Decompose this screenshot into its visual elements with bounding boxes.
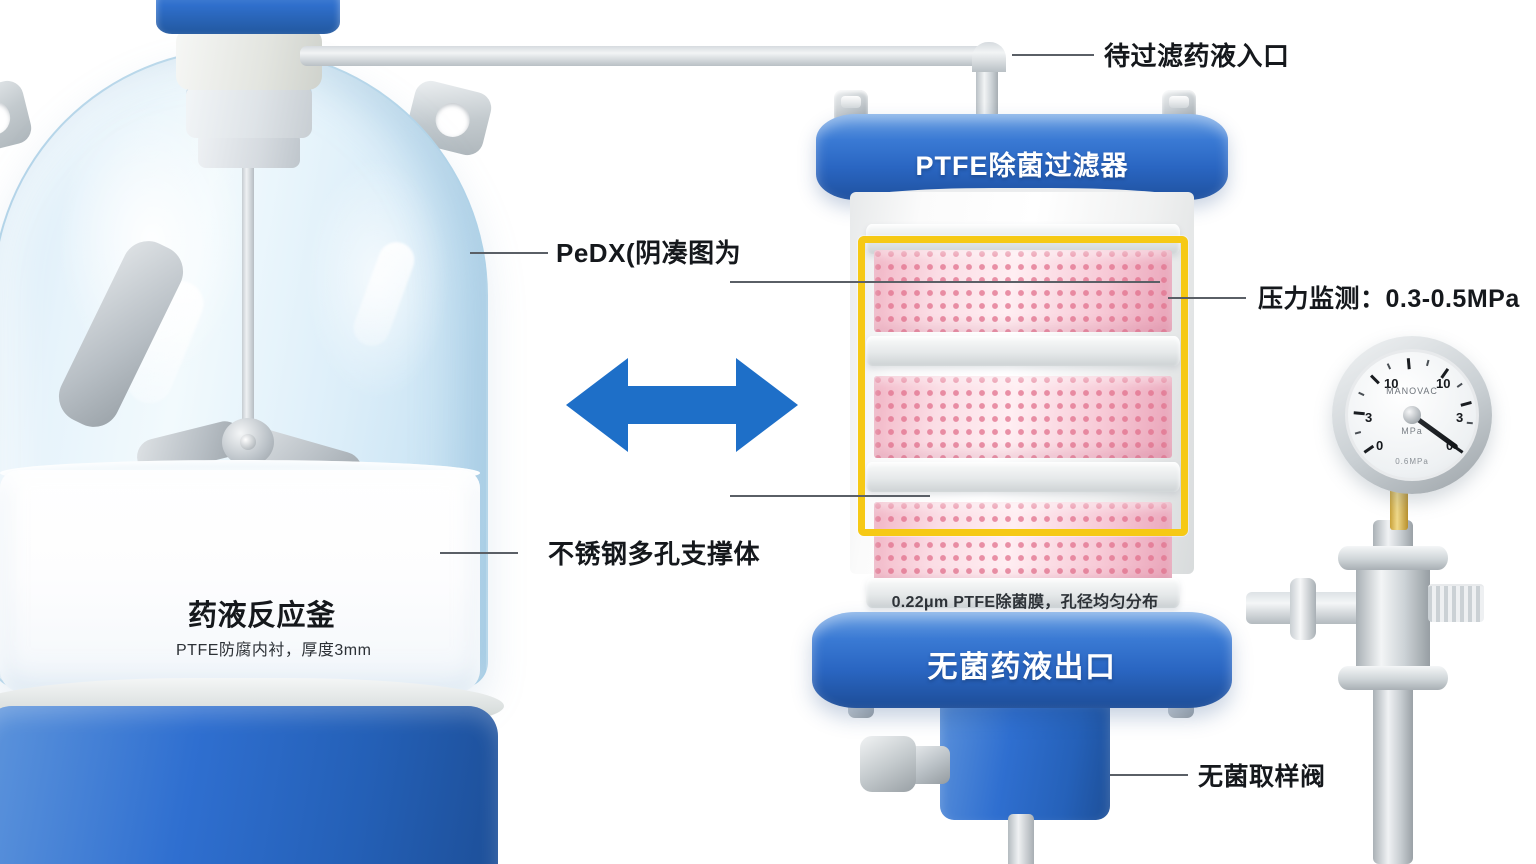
- gauge-tick: [1363, 444, 1375, 454]
- gauge-range-text: 0.6MPa: [1395, 457, 1429, 466]
- gauge-scale-label: 10: [1384, 376, 1399, 391]
- gauge-scale-label: 10: [1436, 376, 1451, 391]
- bidirectional-flow-arrow: [566, 354, 798, 456]
- leader-line-inlet: [1012, 54, 1094, 56]
- impeller-hub: [222, 418, 274, 466]
- reactor-vessel-assembly: [0, 0, 540, 864]
- sampling-valve-nut: [860, 736, 916, 792]
- leader-line-ptfe: [470, 252, 548, 254]
- leader-line-pressure: [730, 281, 1160, 283]
- gauge-tick: [1406, 358, 1411, 370]
- reactor-neck-lower: [198, 132, 300, 168]
- gauge-face: 10 10 3 3 0 0 MANOVAC MPa 0.6MPa: [1345, 349, 1479, 481]
- reactor-title: 药液反应釜: [188, 600, 336, 632]
- leader-line-pressure-tip: [1168, 297, 1246, 299]
- gauge-tick: [1370, 374, 1380, 385]
- support-spacer-4: [866, 578, 1180, 608]
- support-spacer-3: [866, 462, 1180, 492]
- membrane-spec-label: 0.22μm PTFE除菌膜，孔径均匀分布: [891, 594, 1159, 611]
- tri-clamp-fitting: [1290, 578, 1316, 640]
- gauge-tick: [1386, 363, 1392, 370]
- callout-sampling-valve-label: 无菌取样阀: [1198, 763, 1326, 791]
- callout-support-label: 不锈钢多孔支撑体: [548, 539, 761, 569]
- reactor-liquid: [0, 470, 480, 692]
- gauge-unit-text: MPa: [1401, 426, 1423, 436]
- dome-highlight-right: [348, 237, 420, 351]
- threaded-port: [1428, 584, 1484, 622]
- membrane-highlight-frame: [858, 236, 1188, 536]
- gauge-tick: [1460, 401, 1472, 407]
- leader-line-sampling-valve: [1110, 774, 1188, 776]
- ptfe-sterilizing-filter: PTFE除菌过滤器 0.22μm PTFE除菌膜，孔径均匀分布 无菌药液出口: [812, 88, 1232, 864]
- gauge-center-pin: [1403, 406, 1421, 424]
- membrane-cartridge-1: [874, 250, 1172, 332]
- filter-bottom-flange: 无菌药液出口: [812, 612, 1232, 708]
- stirrer-shaft: [242, 164, 254, 454]
- gauge-scale-label: 3: [1456, 410, 1464, 425]
- filter-bottom-flange-label: 无菌药液出口: [927, 651, 1117, 684]
- valve-flange-upper: [1338, 546, 1448, 570]
- arrow-icon: [566, 358, 798, 452]
- outlet-stem-pipe: [1008, 814, 1034, 864]
- reactor-base: [0, 706, 498, 864]
- filter-top-flange-label: PTFE除菌过滤器: [915, 150, 1129, 181]
- gauge-scale-label: 3: [1365, 410, 1373, 425]
- gauge-tick: [1466, 421, 1473, 425]
- motor-cap-blue: [156, 0, 340, 34]
- valve-flange-lower: [1338, 666, 1448, 690]
- inlet-pipe-elbow: [972, 42, 1006, 72]
- filter-top-flange: PTFE除菌过滤器: [816, 114, 1228, 200]
- leader-line-support: [440, 552, 518, 554]
- pressure-gauge: 10 10 3 3 0 0 MANOVAC MPa 0.6MPa: [1332, 336, 1492, 494]
- callout-ptfe-label: PeDX(阴凑图为: [556, 238, 742, 268]
- gauge-scale-label: 0: [1376, 438, 1384, 453]
- sampling-valve-body: [940, 696, 1110, 820]
- callout-inlet-label: 待过滤药液入口: [1104, 41, 1290, 71]
- gauge-tick: [1353, 411, 1365, 416]
- reactor-neck: [186, 84, 312, 138]
- gauge-tick: [1426, 359, 1430, 367]
- inlet-pipe-horizontal: [300, 46, 1000, 66]
- membrane-cartridge-3: [874, 502, 1172, 584]
- membrane-cartridge-2: [874, 376, 1172, 458]
- support-spacer-2: [866, 336, 1180, 366]
- leader-line-support-inner: [730, 495, 930, 497]
- reactor-lifting-lug-left: [0, 77, 35, 159]
- gauge-brand-text: MANOVAC: [1386, 386, 1438, 396]
- reactor-subtitle: PTFE防腐内衬，厚度3mm: [176, 642, 372, 659]
- callout-pressure-label: 压力监测：0.3-0.5MPa: [1258, 285, 1520, 313]
- motor-housing: [176, 28, 322, 90]
- valve-body: [1356, 556, 1430, 686]
